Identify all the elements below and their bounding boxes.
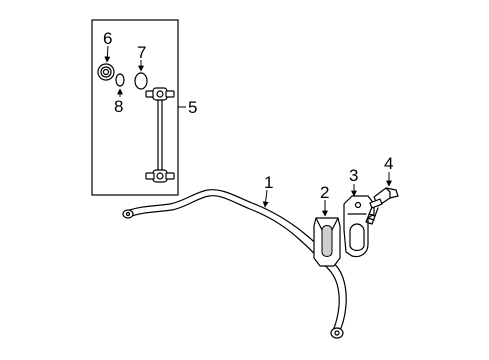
callout-7-label: 7 bbox=[137, 43, 146, 62]
link-kit-box bbox=[91, 19, 186, 196]
callout-3-label: 3 bbox=[349, 166, 358, 185]
callout-4-label: 4 bbox=[384, 154, 393, 173]
callout-1-leader bbox=[262, 189, 269, 208]
bushing-part bbox=[313, 200, 341, 267]
bolt-part bbox=[365, 172, 399, 225]
bracket-part bbox=[343, 184, 375, 258]
boot-part bbox=[97, 45, 115, 81]
callout-6-leader bbox=[104, 45, 111, 63]
o-ring-part bbox=[134, 60, 148, 90]
callout-2-label: 2 bbox=[320, 183, 329, 202]
callout-5-label: 5 bbox=[188, 98, 197, 117]
callout-6-label: 6 bbox=[103, 29, 112, 48]
small-ring-part bbox=[115, 73, 125, 97]
stabilizer-link-part bbox=[145, 87, 175, 183]
callout-8-label: 8 bbox=[114, 97, 123, 116]
callout-1-label: 1 bbox=[264, 173, 273, 192]
stabilizer-bar-part bbox=[122, 189, 347, 339]
